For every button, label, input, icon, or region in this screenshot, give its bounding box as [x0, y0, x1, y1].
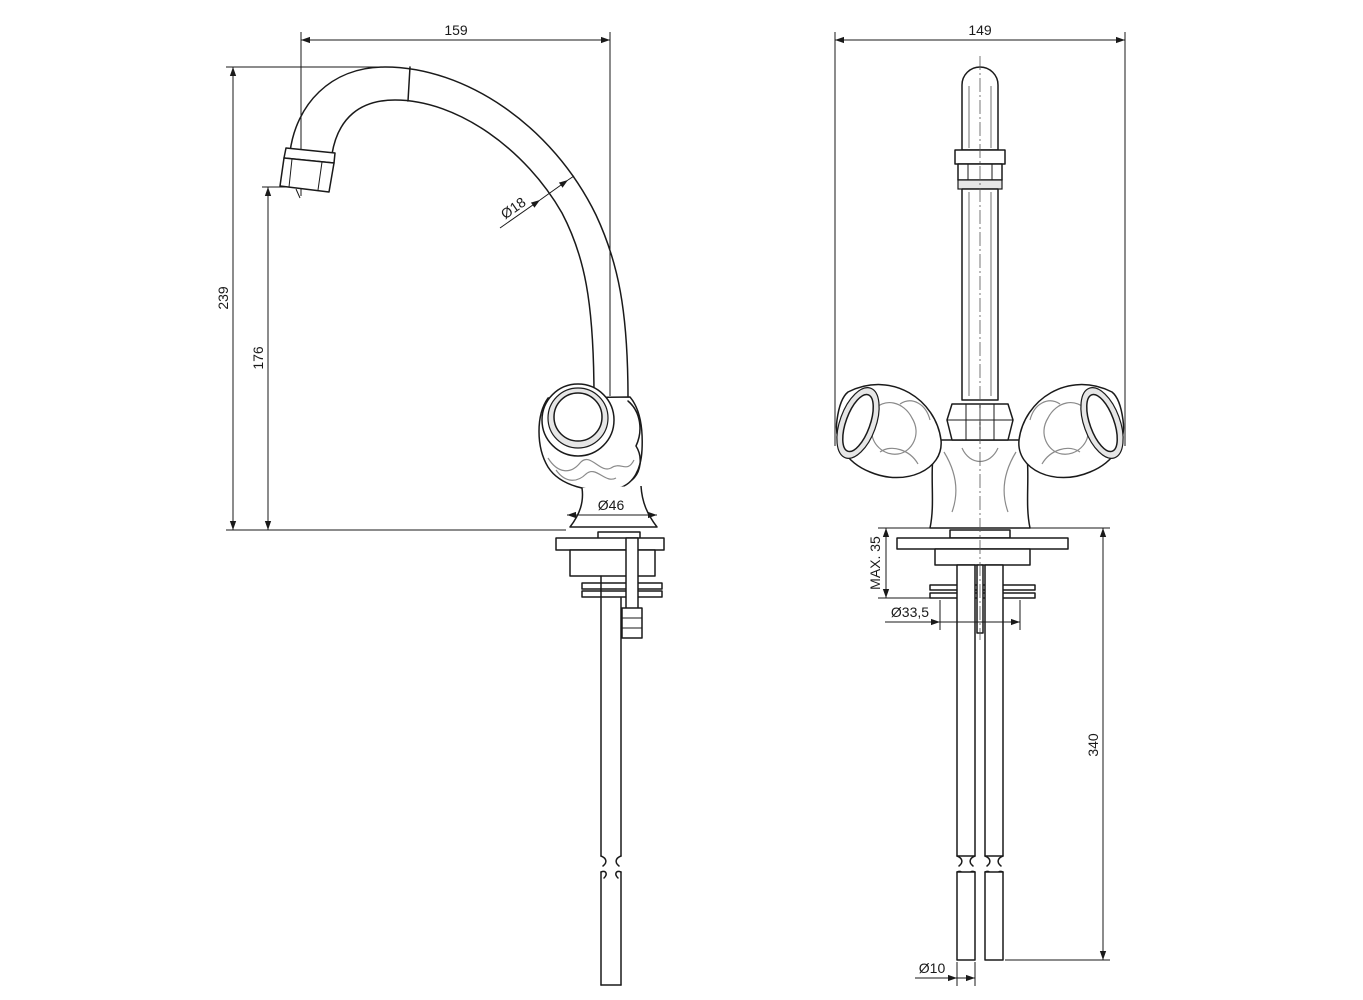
hose-length-label: 340 — [1085, 733, 1101, 757]
side-handle-body — [538, 383, 658, 528]
front-view: 149 — [834, 22, 1126, 986]
mounting-hole-label: Ø33,5 — [891, 604, 929, 620]
dimension-hose-diameter: Ø10 — [915, 960, 976, 986]
front-handle-right — [1018, 383, 1125, 479]
hose-diameter-label: Ø10 — [919, 960, 946, 976]
side-width-label: 159 — [444, 22, 468, 38]
dimension-base-diameter: Ø46 — [567, 497, 657, 519]
dimension-239: 239 — [215, 66, 566, 531]
side-view: 159 239 176 — [215, 22, 665, 986]
base-diameter-label: Ø46 — [598, 497, 625, 513]
dimension-176: 176 — [250, 186, 300, 530]
front-handle-left — [835, 383, 942, 479]
side-total-height-label: 239 — [215, 286, 231, 310]
spout-diameter-label: Ø18 — [498, 194, 529, 222]
front-width-label: 149 — [968, 22, 992, 38]
max-thickness-label: MAX. 35 — [867, 536, 883, 590]
side-mounting-hardware — [555, 531, 665, 639]
dimension-spout-diameter: Ø18 — [498, 175, 575, 229]
side-spout-height-label: 176 — [250, 346, 266, 370]
dimension-mounting-hole: Ø33,5 — [885, 600, 1021, 630]
aerator-nozzle — [279, 147, 336, 199]
side-hose — [600, 575, 622, 986]
dimension-max-35: MAX. 35 — [867, 527, 936, 599]
dimension-159: 159 — [300, 22, 611, 396]
dimension-149: 149 — [834, 22, 1126, 446]
front-hoses — [956, 564, 1004, 961]
dimension-340: 340 — [1005, 527, 1110, 961]
spout — [289, 66, 629, 399]
